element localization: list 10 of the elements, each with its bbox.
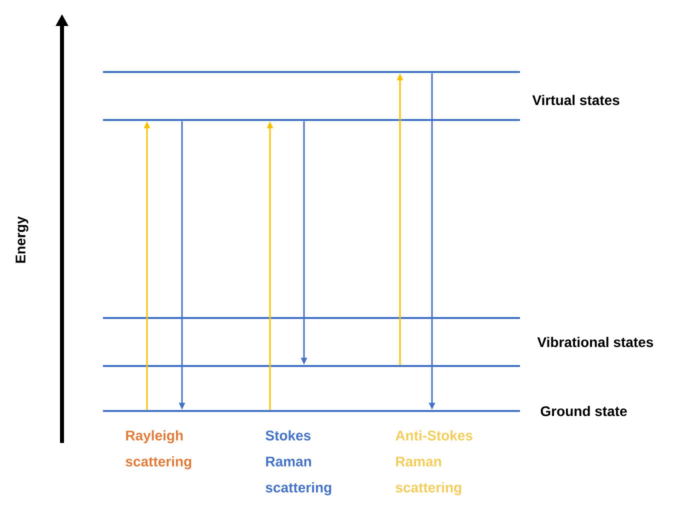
process-label: Anti-Stokes Raman scattering [396, 430, 472, 496]
energy-level-line [103, 317, 520, 319]
energy-level-line [103, 119, 520, 121]
process-label: Rayleigh scattering [126, 430, 192, 470]
state-label: Ground state [540, 406, 627, 416]
process-label: Stokes Raman scattering [266, 430, 332, 496]
state-label: Vibrational states [537, 336, 654, 348]
axis-label: Energy [16, 216, 28, 263]
state-label: Virtual states [532, 94, 620, 106]
energy-level-line [103, 71, 520, 73]
